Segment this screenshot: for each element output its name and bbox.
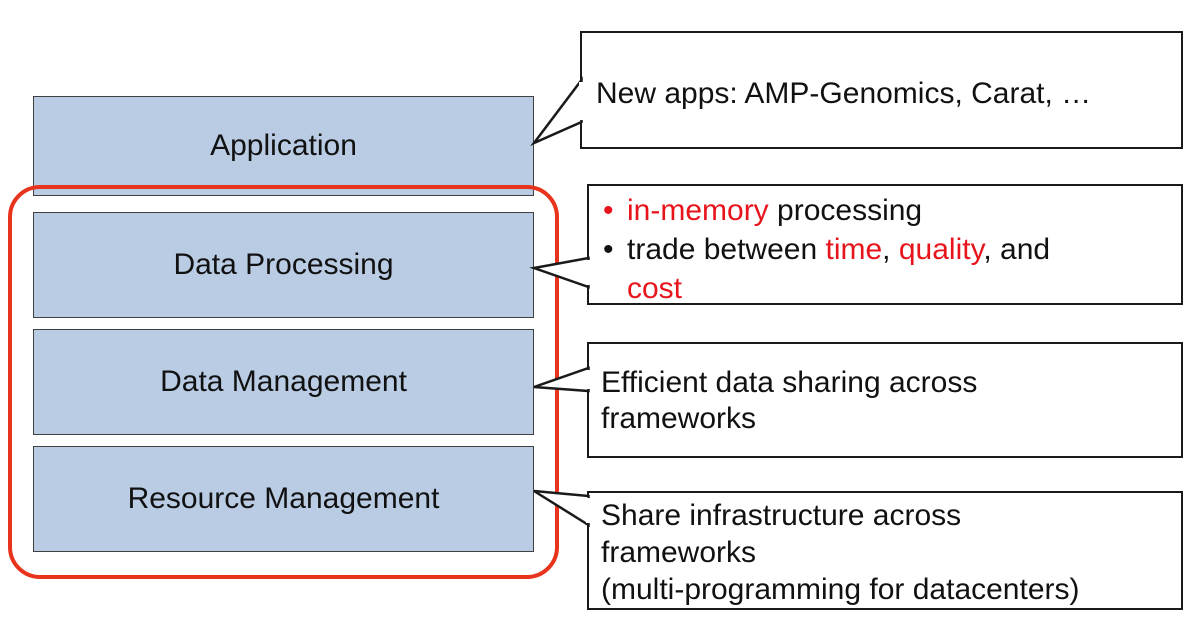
bullet-trade-between: • trade between time, quality, and cost bbox=[599, 230, 1181, 308]
time-text: time bbox=[825, 233, 883, 266]
cost-text: cost bbox=[627, 272, 683, 305]
application-layer: Application bbox=[33, 96, 534, 196]
bullet-in-memory: • in-memory processing bbox=[599, 191, 1181, 230]
and-text: , and bbox=[983, 233, 1051, 266]
application-callout-text: New apps: AMP-Genomics, Carat, … bbox=[596, 77, 1092, 110]
resource-management-layer: Resource Management bbox=[33, 446, 534, 552]
management-callout-line-2: frameworks bbox=[601, 402, 757, 435]
application-callout-pointer bbox=[530, 76, 583, 147]
resource-callout-line-3: (multi-programming for datacenters) bbox=[601, 573, 1080, 606]
quality-text: quality bbox=[898, 233, 984, 266]
data-management-callout: Efficient data sharing across frameworks bbox=[587, 342, 1183, 458]
in-memory-text: in-memory bbox=[627, 194, 769, 227]
application-callout: New apps: AMP-Genomics, Carat, … bbox=[580, 31, 1183, 149]
data-processing-callout: • in-memory processing • trade between t… bbox=[587, 184, 1183, 305]
resource-management-callout: Share infrastructure across frameworks (… bbox=[587, 491, 1183, 610]
resource-callout-line-1: Share infrastructure across bbox=[601, 499, 962, 532]
data-management-callout-pointer bbox=[533, 366, 590, 393]
data-processing-callout-pointer bbox=[529, 256, 590, 289]
data-processing-layer-label: Data Processing bbox=[173, 248, 394, 281]
data-management-layer-label: Data Management bbox=[160, 365, 407, 398]
data-management-layer: Data Management bbox=[33, 329, 534, 435]
resource-management-layer-label: Resource Management bbox=[127, 482, 440, 515]
application-layer-label: Application bbox=[210, 129, 357, 162]
separator-text: , bbox=[882, 233, 899, 266]
management-callout-line-1: Efficient data sharing across bbox=[601, 366, 978, 399]
resource-management-callout-pointer bbox=[533, 489, 590, 528]
bullet-dot: • bbox=[603, 233, 614, 266]
highlight-outline bbox=[8, 185, 559, 579]
processing-text: processing bbox=[768, 194, 923, 227]
resource-callout-line-2: frameworks bbox=[601, 536, 757, 569]
data-processing-layer: Data Processing bbox=[33, 212, 534, 318]
bullet-dot: • bbox=[603, 194, 614, 227]
trade-between-text: trade between bbox=[627, 233, 826, 266]
